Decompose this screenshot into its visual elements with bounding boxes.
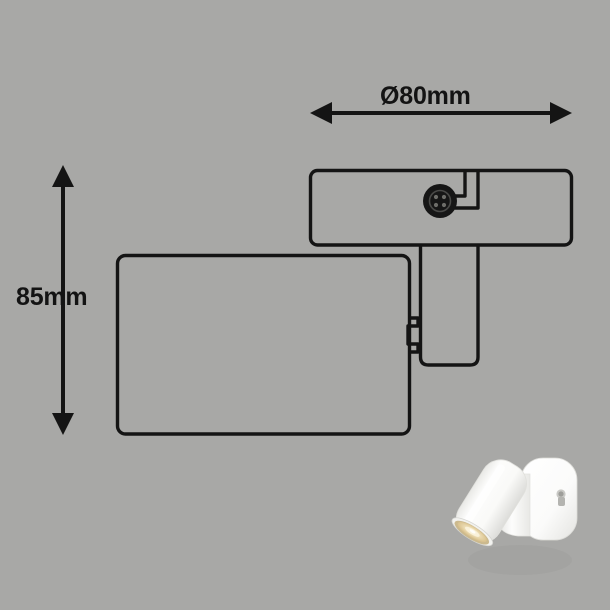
width-dimension-arrow [310, 102, 572, 124]
height-dimension-arrow [52, 165, 74, 435]
socket-pin [441, 202, 447, 208]
product-photo [451, 457, 578, 575]
gu10-reflector-lens [454, 520, 490, 545]
width-dimension-label: Ø80mm [380, 82, 471, 110]
hinge-notch [406, 316, 420, 354]
mounting-arm [418, 243, 480, 367]
lamp-outline-group [115, 168, 574, 436]
socket-connector [423, 184, 457, 218]
socket-link-path [453, 170, 480, 210]
lamp-head-top-view [308, 168, 574, 247]
lamp-body-side-view [115, 253, 412, 436]
fixing-screw [556, 489, 566, 506]
socket-pin [441, 194, 447, 200]
height-dimension-label: 85mm [16, 283, 88, 311]
socket-pin [433, 202, 439, 208]
socket-pin [433, 194, 439, 200]
